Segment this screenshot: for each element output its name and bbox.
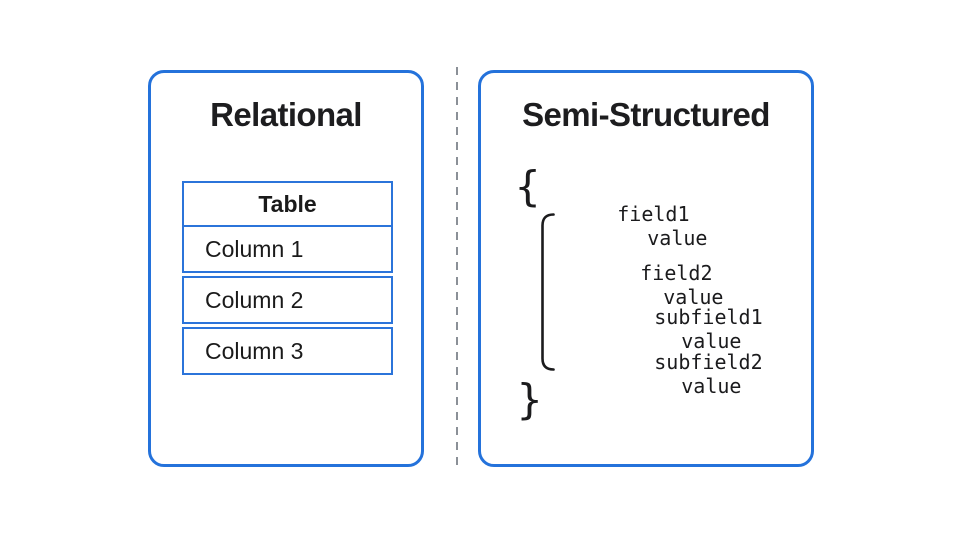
field-name: subfield1 (654, 305, 763, 329)
table-header-label: Table (258, 191, 317, 217)
code-line-field1: field1 value (545, 178, 707, 274)
field-name: subfield2 (654, 350, 763, 374)
open-brace: { (515, 162, 541, 211)
field-name: field1 (617, 202, 690, 226)
table-header-row: Table (182, 181, 393, 227)
table-row-column3: Column 3 (182, 327, 393, 375)
field-value: value (681, 329, 742, 353)
field-value: value (681, 374, 742, 398)
code-line-subfield2: subfield2 value (582, 326, 763, 422)
relational-panel: Relational Table Column 1 Column 2 Colum… (148, 70, 424, 467)
semi-structured-title: Semi-Structured (522, 96, 770, 133)
table-row-column1: Column 1 (182, 225, 393, 273)
code-line-field2: field2 value (568, 237, 723, 333)
dashed-divider (456, 67, 458, 472)
field-name: field2 (640, 261, 713, 285)
table-row-label: Column 1 (205, 236, 304, 262)
field-value: value (647, 226, 708, 250)
nested-group-bracket (541, 213, 555, 371)
semi-structured-panel: Semi-Structured { field1 value field2 va… (478, 70, 814, 467)
table-row-label: Column 3 (205, 338, 304, 364)
relational-table: Table Column 1 Column 2 Column 3 (182, 181, 393, 375)
table-row-column2: Column 2 (182, 276, 393, 324)
code-line-subfield1: subfield1 value (582, 281, 763, 377)
relational-title: Relational (210, 96, 362, 133)
close-brace: } (517, 375, 543, 424)
field-value: value (663, 285, 724, 309)
table-row-label: Column 2 (205, 287, 304, 313)
